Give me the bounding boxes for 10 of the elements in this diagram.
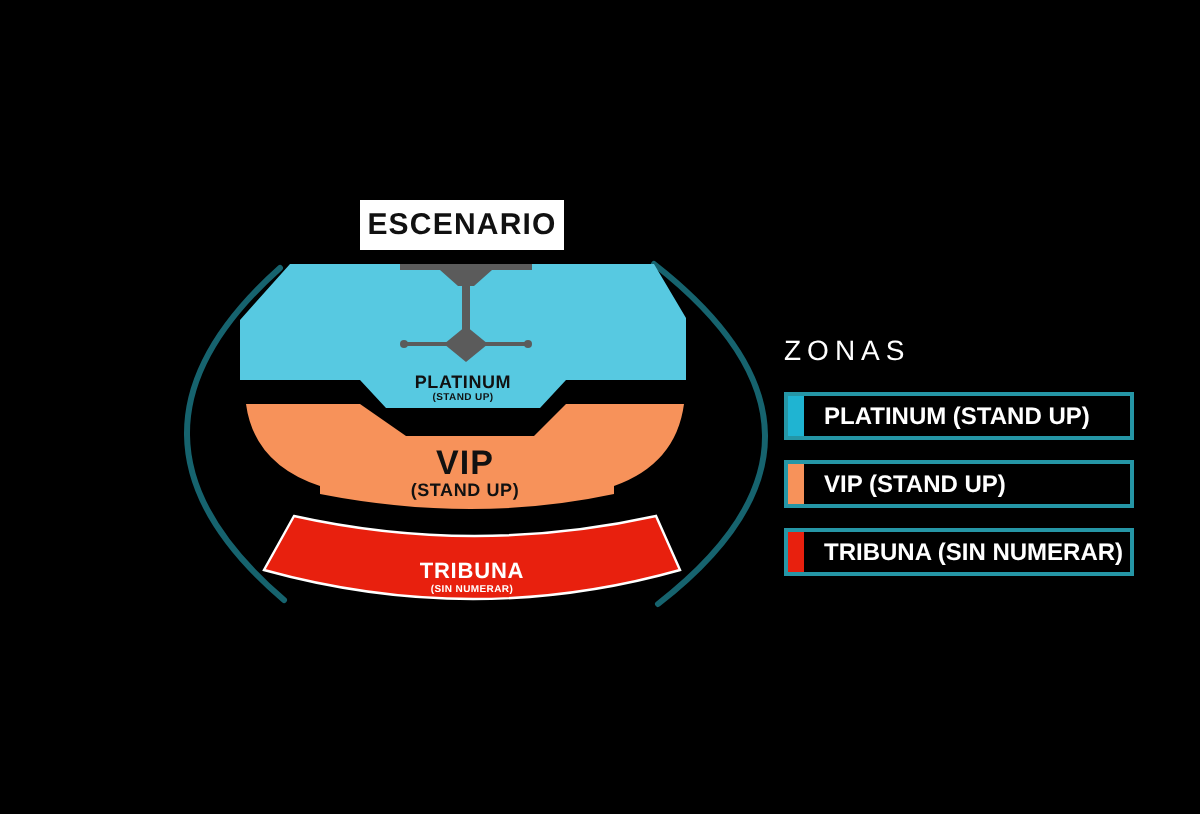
seating-zone — [240, 262, 686, 410]
zone-name: VIP — [436, 446, 494, 480]
zone-name: TRIBUNA — [419, 562, 525, 584]
legend-text: PLATINUM (STAND UP) — [824, 404, 1090, 428]
legend-text: VIP (STAND UP) — [824, 472, 1006, 496]
zone-note: (STAND UP) — [410, 482, 520, 500]
zone-name: PLATINUM — [414, 374, 512, 392]
legend-heading: ZONAS — [784, 336, 911, 364]
legend-text: TRIBUNA (SIN NUMERAR) — [824, 540, 1124, 564]
stage-sign: ESCENARIO — [360, 200, 564, 250]
